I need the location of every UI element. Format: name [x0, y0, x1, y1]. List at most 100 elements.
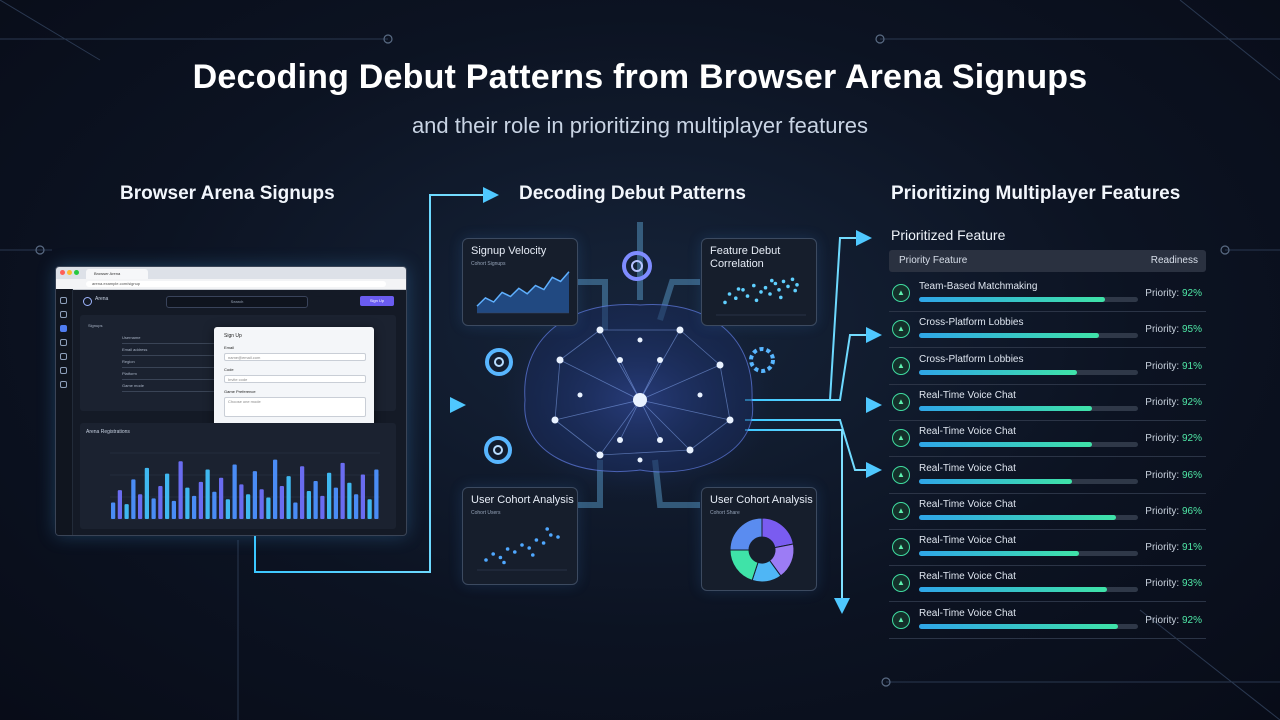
- grid-icon[interactable]: [60, 311, 67, 318]
- prioritized-table-header: Priority Feature Readiness: [889, 250, 1206, 272]
- page-title: Decoding Debut Patterns from Browser Are…: [192, 58, 1088, 96]
- browser-tab[interactable]: Browser Arena: [86, 269, 148, 279]
- cohort-scatter-subtitle: Cohort Users: [471, 510, 501, 516]
- readiness-column-header: Readiness: [1150, 255, 1198, 266]
- feature-icon: ▲: [892, 429, 910, 448]
- priority-label: Priority:: [1145, 396, 1180, 408]
- app-search-input[interactable]: Search: [166, 296, 308, 308]
- priority-label: Priority:: [1145, 469, 1180, 481]
- feature-name: Cross-Platform Lobbies: [919, 317, 1024, 329]
- readiness-bar: [919, 587, 1138, 593]
- registration-bar: [212, 491, 217, 519]
- registrations-panel: Arena Registrations: [80, 423, 396, 529]
- registration-bar: [151, 498, 156, 519]
- preference-field[interactable]: Choose one mode: [224, 397, 366, 417]
- priority-value: Priority: 91%: [1145, 542, 1202, 553]
- priority-percent: 91%: [1181, 360, 1202, 372]
- settings-icon[interactable]: [60, 367, 67, 374]
- registration-bar: [273, 459, 278, 519]
- signup-field-row: Platform: [122, 371, 222, 380]
- priority-label: Priority:: [1145, 614, 1180, 626]
- priority-value: Priority: 92%: [1145, 433, 1202, 444]
- scatter-point: [734, 296, 738, 300]
- registration-bar: [340, 462, 345, 519]
- scatter-point: [484, 558, 488, 562]
- scatter-point: [777, 288, 781, 292]
- users-icon[interactable]: [60, 353, 67, 360]
- home-icon[interactable]: [60, 297, 67, 304]
- url-input[interactable]: arena.example.com/signup: [86, 281, 386, 287]
- chart-icon[interactable]: [60, 339, 67, 346]
- signup-field-row: Username: [122, 335, 222, 344]
- priority-percent: 91%: [1181, 542, 1202, 554]
- feature-name: Team-Based Matchmaking: [919, 281, 1038, 292]
- registration-bar: [178, 461, 183, 519]
- code-field[interactable]: Invite code: [224, 375, 366, 383]
- scatter-point: [556, 535, 560, 539]
- signup-velocity-area-chart: [476, 271, 570, 314]
- readiness-bar: [919, 551, 1138, 557]
- signup-velocity-card: Signup Velocity Cohort Signups: [462, 238, 578, 326]
- scatter-point: [786, 284, 790, 289]
- close-dot-icon[interactable]: [60, 270, 65, 275]
- priority-label: Priority:: [1145, 578, 1180, 590]
- priority-label: Priority:: [1145, 433, 1180, 445]
- minimize-dot-icon[interactable]: [67, 270, 72, 275]
- scatter-point: [498, 555, 503, 560]
- email-field[interactable]: name@email.com: [224, 353, 366, 361]
- registrations-chart-title: Arena Registrations: [86, 429, 130, 435]
- signup-action-button[interactable]: Sign Up: [360, 296, 394, 306]
- priority-value: Priority: 92%: [1145, 288, 1202, 299]
- maximize-dot-icon[interactable]: [74, 270, 79, 275]
- scatter-point: [795, 283, 799, 287]
- registration-bar: [246, 494, 251, 519]
- cohort-donut-subtitle: Cohort Share: [710, 510, 740, 516]
- feature-debut-scatter: [716, 277, 806, 316]
- scatter-point: [727, 292, 732, 296]
- feature-name: Real-Time Voice Chat: [919, 426, 1016, 438]
- scatter-point: [723, 300, 727, 305]
- scatter-point: [781, 279, 786, 284]
- help-icon[interactable]: [60, 381, 67, 388]
- cohort-donut-card: User Cohort Analysis Cohort Share: [701, 487, 817, 591]
- scatter-point: [534, 538, 539, 542]
- readiness-bar: [919, 369, 1138, 375]
- priority-label: Priority:: [1145, 505, 1180, 517]
- scatter-point: [545, 527, 549, 531]
- priority-value: Priority: 91%: [1145, 361, 1202, 372]
- registration-bar: [239, 484, 244, 519]
- readiness-bar-fill: [919, 333, 1099, 339]
- registration-bar: [333, 487, 338, 519]
- registration-bar: [165, 473, 170, 519]
- app-sidebar: [56, 289, 73, 535]
- scatter-point: [763, 285, 768, 290]
- app-logo-icon: [83, 297, 92, 306]
- signup-field-row: Game mode: [122, 383, 222, 392]
- email-label: Email: [224, 345, 235, 350]
- scatter-point: [759, 290, 763, 294]
- feature-name: Real-Time Voice Chat: [919, 389, 1016, 401]
- registration-bar: [306, 490, 311, 519]
- browser-url-bar: arena.example.com/signup: [56, 279, 406, 290]
- cohort-scatter-title: User Cohort Analysis: [471, 494, 574, 506]
- signup-icon[interactable]: [60, 325, 67, 332]
- cohort-scatter-chart: [477, 527, 567, 571]
- registration-bar: [293, 502, 298, 519]
- feature-name: Real-Time Voice Chat: [919, 498, 1016, 510]
- registration-bar: [279, 486, 284, 519]
- scatter-point: [754, 298, 759, 303]
- priority-value: Priority: 95%: [1145, 324, 1202, 335]
- preference-label: Game Preference: [224, 389, 256, 394]
- signup-field-row: Region: [122, 359, 222, 368]
- registration-bar: [111, 502, 116, 519]
